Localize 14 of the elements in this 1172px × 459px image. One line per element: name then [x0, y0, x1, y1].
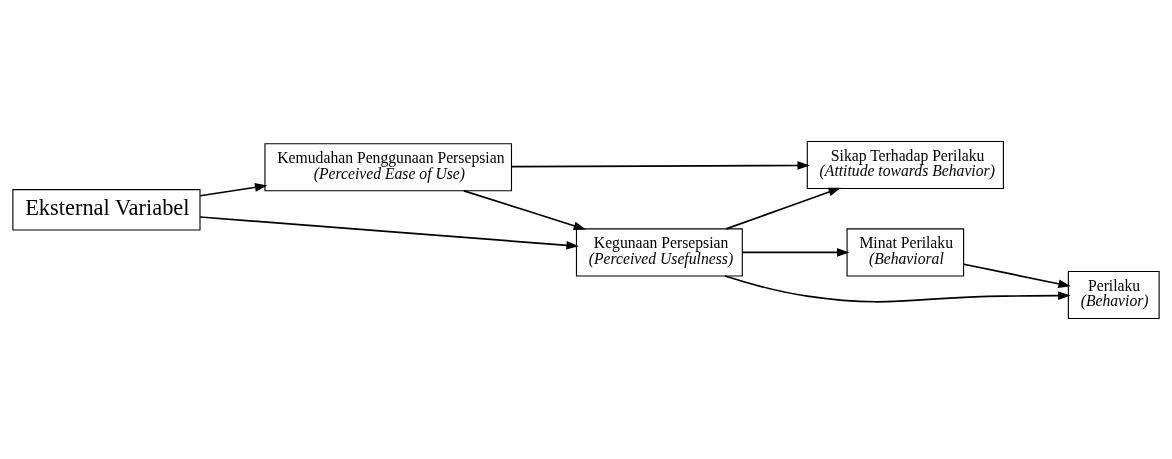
node-box: Sikap Terhadap Perilaku (Attitude towards Behavior) [806, 140, 1004, 189]
node-box: Kemudahan Penggunaan Persepsian (Perceived Ease of Use) [264, 142, 513, 191]
arrow [963, 262, 1071, 288]
arrow [510, 160, 810, 170]
node-box: Perilaku (Behavior) [1067, 270, 1160, 319]
node-box: Kegunaan Persepsian (Perceived Usefulness) [575, 227, 743, 276]
arrow [199, 182, 268, 197]
arrow [725, 187, 841, 230]
arrow [724, 274, 1071, 303]
node-box: Eksternal Variabel [12, 188, 201, 231]
arrow [741, 247, 850, 257]
arrow [463, 189, 586, 230]
node-box: Minat Perilaku (Behavioral [846, 227, 965, 276]
arrow [199, 215, 579, 250]
